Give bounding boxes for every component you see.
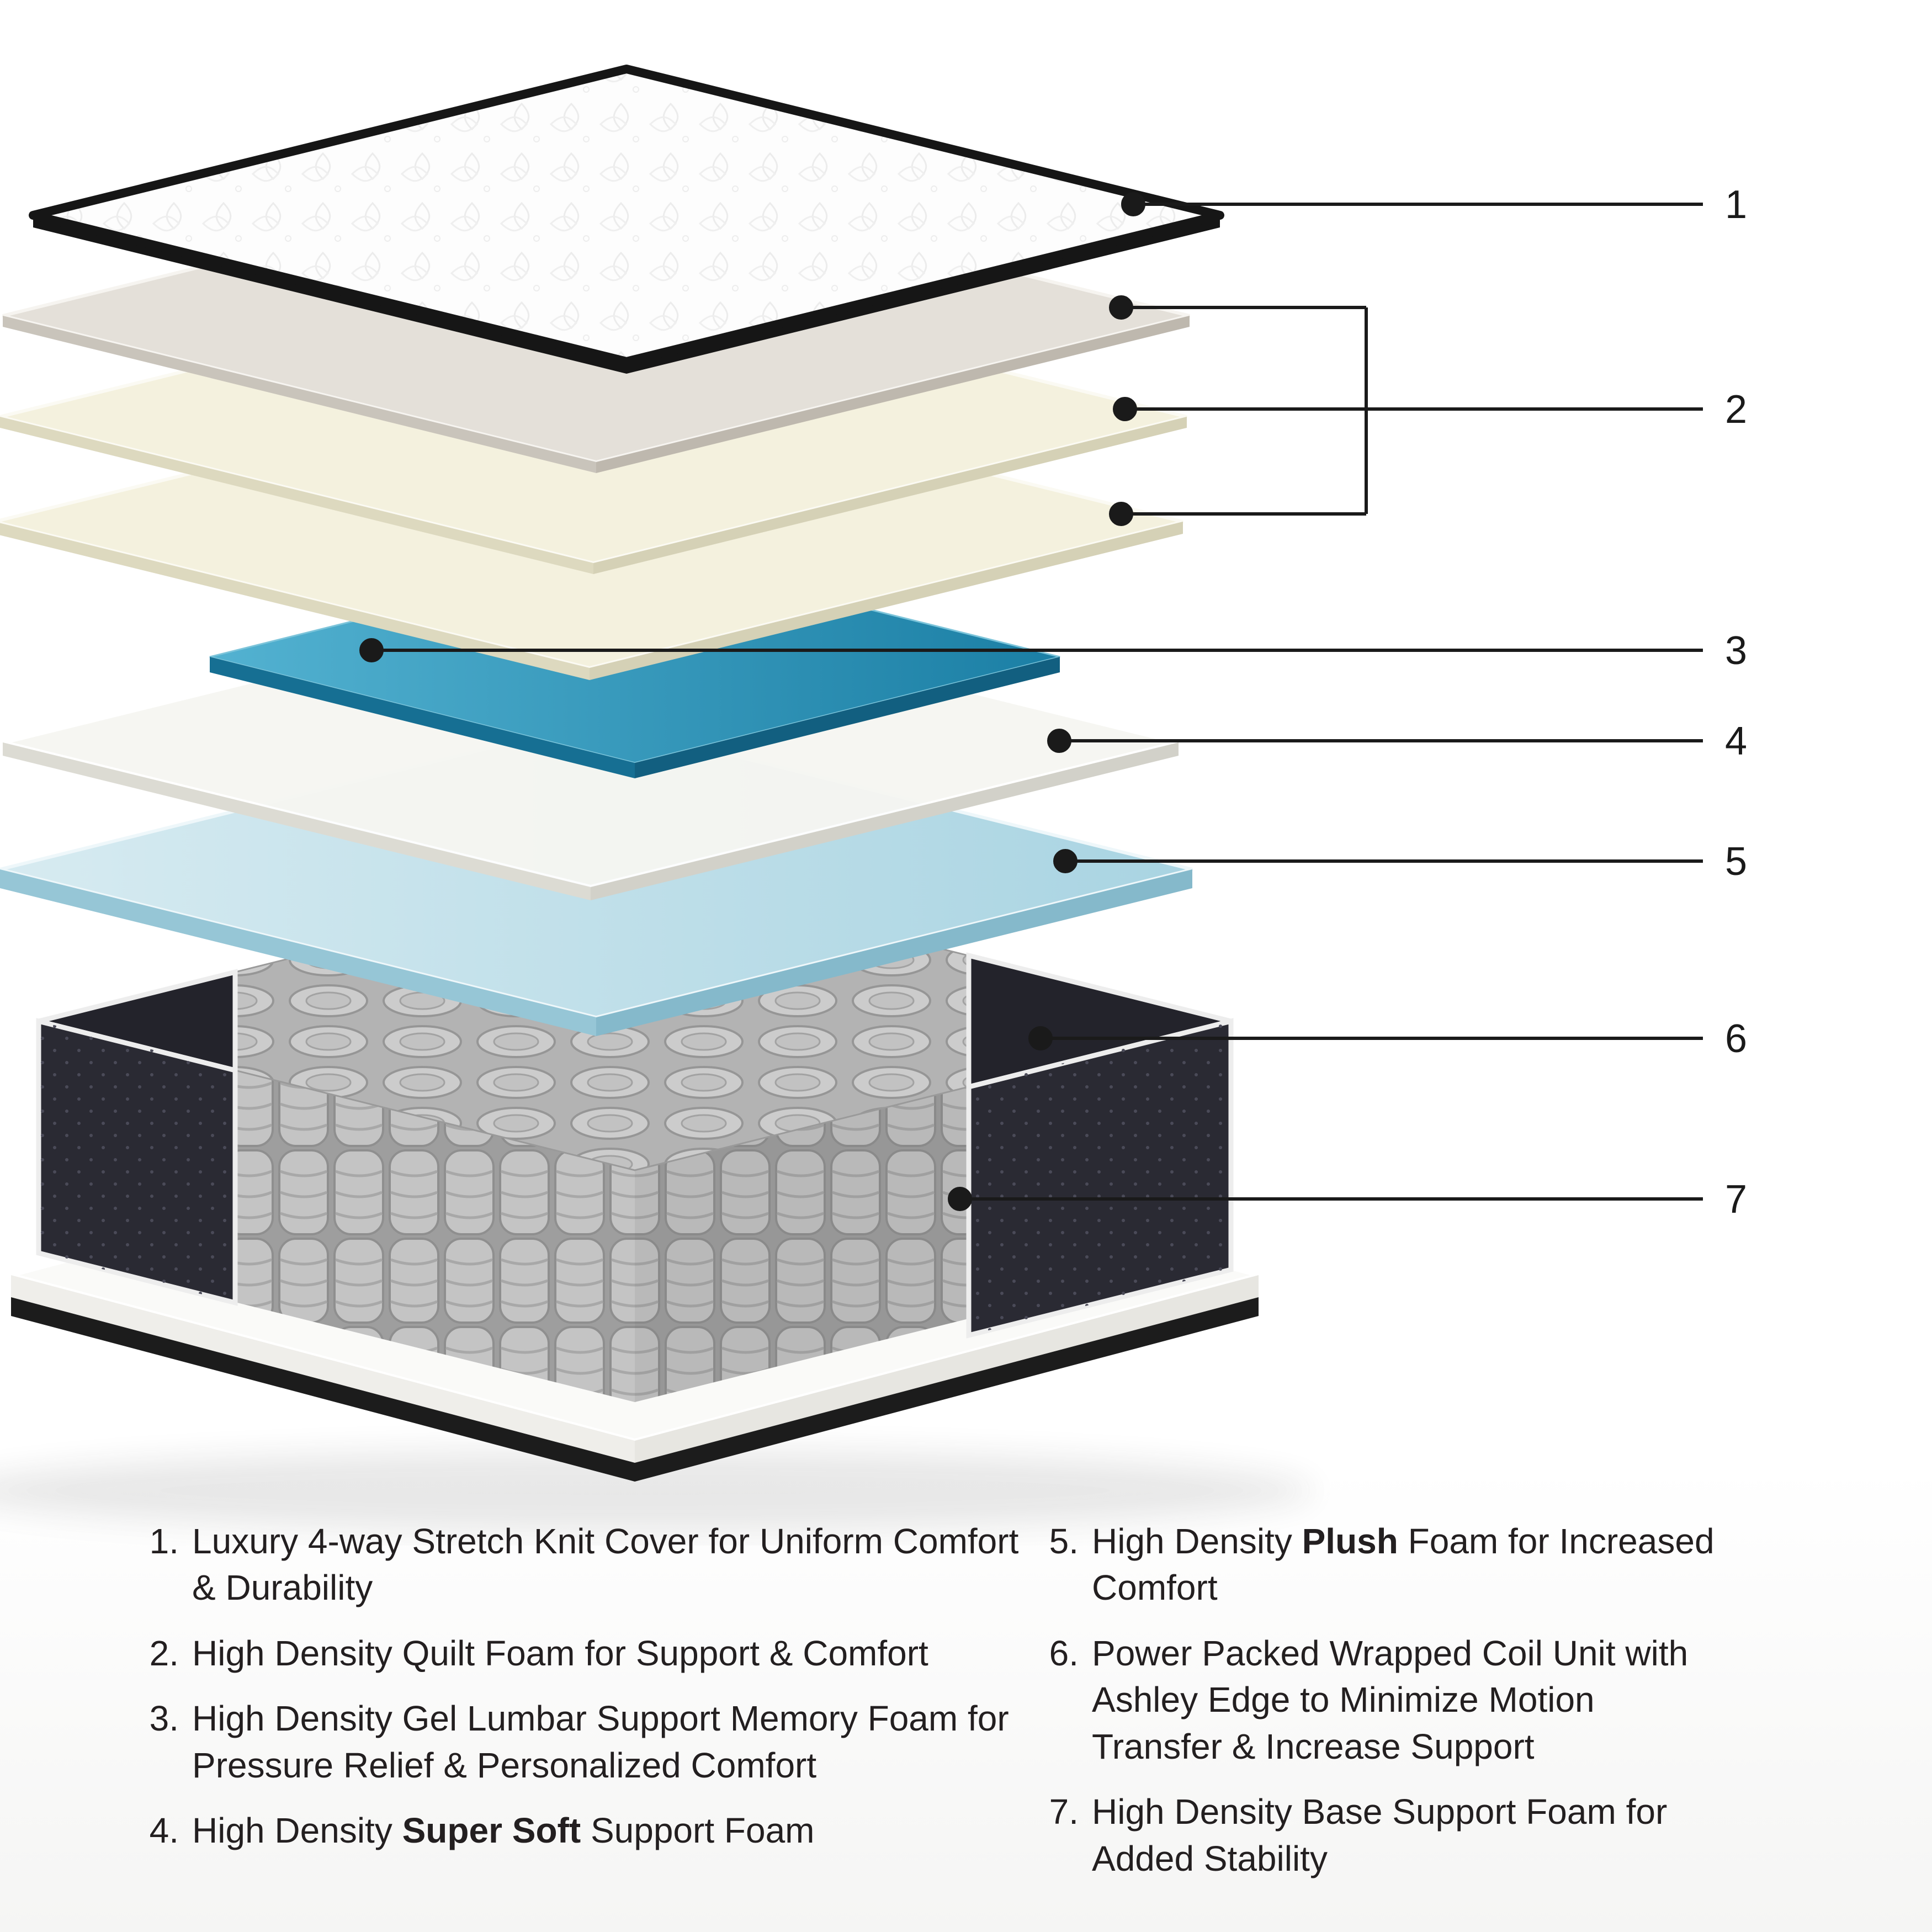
legend-column-left: 1. Luxury 4-way Stretch Knit Cover for U… <box>132 1518 1032 1873</box>
plush-right-edge <box>596 869 1192 1036</box>
callout-2-dot-c <box>1109 502 1133 526</box>
cover-top-face <box>29 65 1224 366</box>
legend-item-6: 6. Power Packed Wrapped Coil Unit with A… <box>1032 1630 1728 1770</box>
callout-2: 2 <box>1109 295 1747 526</box>
callout-5-dot <box>1053 849 1078 873</box>
callout-6-dot <box>1028 1026 1053 1050</box>
legend-item-7-text: High Density Base Support Foam for Added… <box>1092 1792 1668 1878</box>
base-right-bottom-piping <box>635 1297 1259 1482</box>
quilt2-left-edge <box>0 417 593 574</box>
quilt3-right-edge <box>590 522 1183 680</box>
callout-3-dot <box>359 638 384 662</box>
stretch-knit-cover-layer <box>29 65 1224 374</box>
legend-item-6-text: Power Packed Wrapped Coil Unit with Ashl… <box>1092 1633 1689 1766</box>
quilt1-right-edge <box>596 316 1190 473</box>
callout-3: 3 <box>359 629 1747 673</box>
callout-5: 5 <box>1053 840 1747 884</box>
legend-item-3-text: High Density Gel Lumbar Support Memory F… <box>192 1699 1009 1785</box>
callout-6: 6 <box>1028 1017 1747 1061</box>
legend-item-7-number: 7. <box>1049 1792 1079 1832</box>
callout-7-dot <box>948 1187 972 1211</box>
callout-4-label: 4 <box>1725 719 1747 763</box>
callout-1: 1 <box>1121 183 1747 227</box>
legend-item-7: 7. High Density Base Support Foam for Ad… <box>1032 1788 1728 1882</box>
callout-7-label: 7 <box>1725 1177 1747 1222</box>
mattress-exploded-diagram: 1 2 3 4 5 <box>0 65 1747 1532</box>
legend-item-3-number: 3. <box>149 1699 179 1739</box>
callout-3-label: 3 <box>1725 629 1747 673</box>
base-left-edge <box>11 1275 635 1463</box>
border-right-dot-texture <box>969 1021 1231 1335</box>
callout-2-dot-a <box>1109 295 1133 320</box>
callout-2-label: 2 <box>1725 388 1747 432</box>
legend-item-3: 3. High Density Gel Lumbar Support Memor… <box>132 1695 1032 1788</box>
callout-6-label: 6 <box>1725 1017 1747 1061</box>
callout-4: 4 <box>1047 719 1747 763</box>
legend-item-5: 5. High Density Plush Foam for Increased… <box>1032 1518 1728 1611</box>
gel-right-edge <box>635 657 1060 778</box>
floor-shadow <box>0 1449 1314 1532</box>
callout-5-label: 5 <box>1725 840 1747 884</box>
callout-2-dot-b <box>1113 397 1137 421</box>
legend-item-4-number: 4. <box>149 1811 179 1851</box>
quilt2-right-edge <box>593 417 1187 574</box>
legend-item-5-number: 5. <box>1049 1521 1079 1561</box>
super-soft-right-edge <box>591 742 1179 900</box>
legend-item-2: 2. High Density Quilt Foam for Support &… <box>132 1630 1032 1676</box>
base-right-edge <box>635 1275 1259 1463</box>
legend-item-1-text: Luxury 4-way Stretch Knit Cover for Unif… <box>192 1521 1019 1608</box>
coil-unit-layer <box>36 871 1234 1402</box>
legend-item-4: 4. High Density Super Soft Support Foam <box>132 1807 1032 1854</box>
legend-item-2-text: High Density Quilt Foam for Support & Co… <box>192 1633 928 1673</box>
legend-item-4-text: High Density Super Soft Support Foam <box>192 1811 815 1851</box>
legend-item-1-number: 1. <box>149 1521 179 1561</box>
callout-1-dot <box>1121 192 1145 216</box>
legend-item-1: 1. Luxury 4-way Stretch Knit Cover for U… <box>132 1518 1032 1611</box>
mattress-border-left-panel <box>36 969 238 1306</box>
quilt3-left-edge <box>0 523 590 680</box>
quilt1-left-edge <box>3 316 596 473</box>
callouts: 1 2 3 4 5 <box>359 183 1747 1222</box>
callout-7: 7 <box>948 1177 1747 1222</box>
callout-4-dot <box>1047 729 1071 753</box>
callout-1-label: 1 <box>1725 183 1747 227</box>
base-left-bottom-piping <box>11 1297 635 1482</box>
legend-column-right: 5. High Density Plush Foam for Increased… <box>1032 1518 1728 1901</box>
legend-item-2-number: 2. <box>149 1633 179 1673</box>
border-left-dot-texture <box>39 1021 235 1303</box>
gel-left-edge <box>210 657 635 778</box>
mattress-border-right-panel <box>966 952 1234 1339</box>
legend-item-6-number: 6. <box>1049 1633 1079 1673</box>
legend-item-5-text: High Density Plush Foam for Increased Co… <box>1092 1521 1715 1608</box>
plush-left-edge <box>0 869 596 1036</box>
super-soft-left-edge <box>3 742 591 900</box>
